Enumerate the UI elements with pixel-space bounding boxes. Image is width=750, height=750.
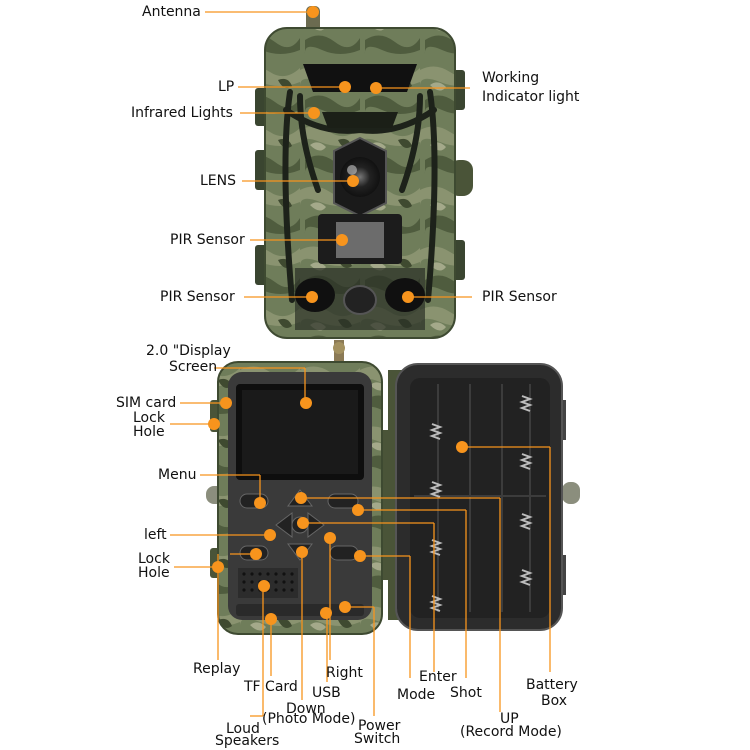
- label-mode: Mode: [397, 687, 436, 703]
- label-down-line1: Down: [286, 701, 326, 717]
- shot-button: [327, 493, 359, 509]
- label-sim-card-line3: Hole: [133, 424, 165, 440]
- label-enter: Enter: [419, 669, 457, 685]
- front-camera: [255, 6, 473, 339]
- label-usb: USB: [312, 685, 341, 701]
- label-up-line1: UP: [500, 711, 519, 727]
- label-left: left: [144, 527, 167, 543]
- label-lp: LP: [218, 79, 235, 95]
- rear-camera-panel: [206, 340, 390, 635]
- label-pir-sensor-center: PIR Sensor: [170, 232, 245, 248]
- label-shot: Shot: [450, 685, 482, 701]
- label-down-line2: (Photo Mode): [262, 711, 356, 727]
- label-power-switch-line2: Switch: [354, 731, 401, 747]
- infrared-led-panel: [303, 64, 417, 92]
- pir-window: [318, 214, 402, 264]
- rear-antenna: [334, 340, 344, 372]
- battery-box-camera: [388, 363, 580, 631]
- label-loud-speakers-line2: Speakers: [215, 733, 280, 749]
- label-battery-box-line1: Battery: [526, 677, 578, 693]
- leader-lines: [170, 11, 551, 717]
- label-power-switch-line1: Power: [358, 718, 401, 734]
- label-lock-hole-line1: Lock: [138, 551, 170, 567]
- label-pir-sensor-right: PIR Sensor: [482, 289, 557, 305]
- label-infrared-lights: Infrared Lights: [131, 105, 233, 121]
- label-display-screen-line2: Screen: [169, 359, 218, 375]
- mode-button: [329, 545, 359, 561]
- lens-glass: [340, 157, 380, 197]
- label-working-indicator-line1: Working: [482, 70, 540, 86]
- label-display-screen-line1: 2.0 "Display: [146, 343, 231, 359]
- callout-dots: [208, 6, 468, 625]
- label-menu: Menu: [158, 467, 197, 483]
- label-lens: LENS: [200, 173, 237, 189]
- label-sim-card-line1: SIM card: [116, 395, 177, 411]
- infrared-light-strip: [322, 112, 398, 128]
- label-replay: Replay: [193, 661, 241, 677]
- label-lock-hole-line2: Hole: [138, 565, 170, 581]
- label-sim-card-line2: Lock: [133, 410, 165, 426]
- label-battery-box-line2: Box: [541, 693, 568, 709]
- label-tf-card: TF Card: [244, 679, 298, 695]
- label-pir-sensor-left: PIR Sensor: [160, 289, 235, 305]
- label-antenna: Antenna: [142, 4, 201, 20]
- label-right: Right: [326, 665, 363, 681]
- label-working-indicator-line2: Indicator light: [482, 89, 580, 105]
- label-loud-speakers-line1: Loud: [226, 721, 260, 737]
- label-up-line2: (Record Mode): [460, 724, 562, 740]
